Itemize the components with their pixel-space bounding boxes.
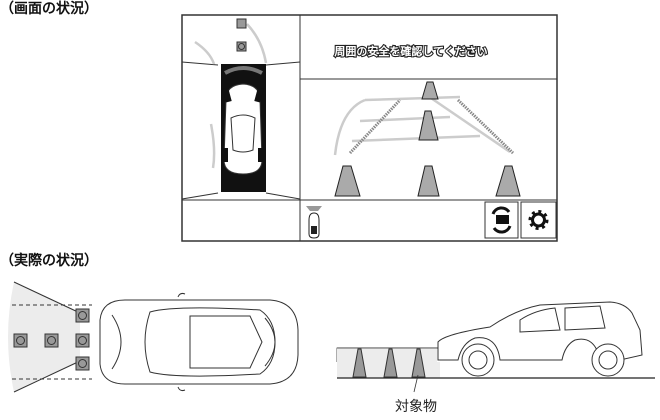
actual-side-view: 対象物 <box>336 301 655 415</box>
camera-view <box>333 81 521 197</box>
vehicle-top-drawing <box>99 292 299 392</box>
sensor-indicator-icon <box>306 206 322 239</box>
traffic-cone <box>418 110 439 141</box>
traffic-cone <box>383 348 398 378</box>
camera-switch-icon <box>491 206 512 234</box>
traffic-cone <box>334 165 361 197</box>
obstacle-marker <box>75 356 90 371</box>
traffic-cone <box>421 81 439 100</box>
obstacle-marker <box>44 333 59 348</box>
settings-button[interactable] <box>520 201 557 239</box>
display-screen: 周囲の安全を確認してください <box>181 14 558 242</box>
obstacle-marker <box>75 308 90 323</box>
actual-heading: （実際の状況） <box>0 252 98 269</box>
obstacle-marker <box>13 333 28 348</box>
traffic-cone <box>411 348 426 378</box>
traffic-cone <box>495 165 521 197</box>
obstacle-marker <box>236 18 247 29</box>
view-switch-button[interactable] <box>484 201 519 239</box>
actual-top-view <box>8 281 299 393</box>
traffic-cone <box>417 165 440 197</box>
screen-heading: （画面の状況） <box>0 0 98 17</box>
obstacle-marker <box>75 333 90 348</box>
top-view-panel <box>181 18 301 200</box>
object-label: 対象物 <box>395 399 437 415</box>
vehicle-side-drawing <box>437 301 643 377</box>
safety-message: 周囲の安全を確認してください <box>334 44 487 58</box>
obstacle-marker <box>236 41 247 52</box>
traffic-cone <box>352 348 367 378</box>
gear-icon <box>528 210 549 230</box>
